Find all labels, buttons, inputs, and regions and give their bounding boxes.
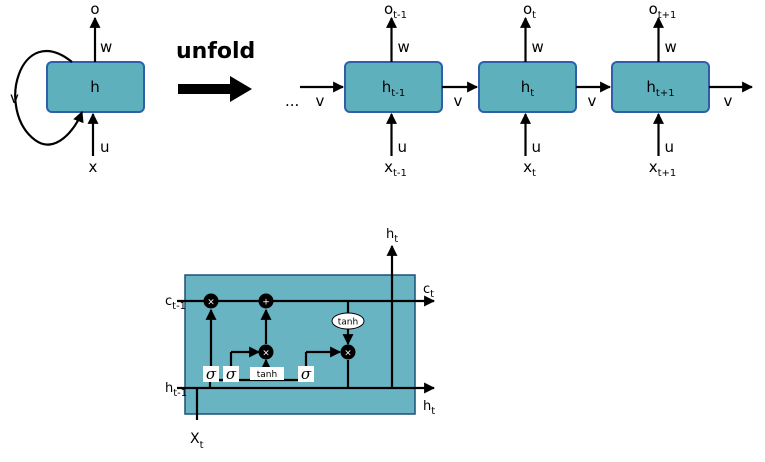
unrolled-output-label: ot	[523, 0, 536, 21]
rolled-weight-u: u	[100, 138, 110, 156]
unrolled-cell-box	[611, 61, 710, 113]
recurrent-v-label: v	[454, 92, 463, 110]
tanh-ellipse: tanh	[331, 312, 365, 330]
unrolled-output-label: ot+1	[649, 0, 677, 21]
c-in-label: ct-1	[165, 294, 186, 312]
unfold-label: unfold	[176, 39, 255, 64]
unrolled-rnn: ... ht-1 ot-1 w xt-1 u ht ot w xt u ht+1 ot+1 w xt+1 u v…	[285, 0, 754, 179]
unrolled-weight-w: w	[665, 38, 677, 56]
rolled-recurrent-label: v	[10, 89, 19, 107]
rolled-output-label: o	[90, 0, 99, 18]
rolled-rnn: h o w x u v	[10, 0, 145, 176]
unfold-arrow-group: unfold	[176, 39, 255, 102]
unfold-arrow	[178, 76, 252, 102]
svg-text:tanh: tanh	[338, 318, 358, 328]
svg-text:×: ×	[262, 349, 270, 359]
ellipsis: ...	[285, 92, 299, 110]
svg-text:σ: σ	[206, 365, 217, 383]
rolled-node-label: h	[90, 78, 100, 96]
svg-text:+: +	[262, 298, 270, 308]
c-out-label: ct	[423, 282, 434, 300]
h-top-label: ht	[386, 227, 398, 245]
recurrent-v-label: v	[316, 92, 325, 110]
h-in-label: ht-1	[165, 381, 187, 399]
lstm-cell: × + × × tanh σ σ tanh	[165, 227, 435, 451]
unrolled-weight-u: u	[532, 138, 542, 156]
h-out-label: ht	[423, 399, 435, 417]
unrolled-weight-w: w	[398, 38, 410, 56]
rolled-weight-w: w	[100, 38, 112, 56]
recurrent-v-label: v	[588, 92, 597, 110]
input-multiply-op: ×	[258, 344, 274, 360]
tanh-gate: tanh	[250, 367, 284, 380]
unrolled-input-label: xt	[523, 158, 536, 179]
rolled-recurrent-loop	[14, 50, 84, 146]
lstm-box	[184, 274, 416, 415]
svg-text:×: ×	[207, 298, 215, 308]
unrolled-cell-box	[344, 61, 443, 113]
cell-add-op: +	[258, 293, 274, 309]
svg-text:σ: σ	[301, 365, 312, 383]
svg-text:tanh: tanh	[257, 370, 277, 380]
svg-text:σ: σ	[226, 365, 237, 383]
output-multiply-op: ×	[340, 344, 356, 360]
unrolled-weight-u: u	[665, 138, 675, 156]
unrolled-node-label: ht+1	[646, 78, 674, 99]
rolled-input-label: x	[89, 158, 98, 176]
unrolled-node-label: ht-1	[382, 78, 405, 99]
recurrent-v-label: v	[724, 92, 733, 110]
sigma-gate-input: σ	[223, 365, 239, 383]
unrolled-input-label: xt-1	[384, 158, 407, 179]
forget-multiply-op: ×	[203, 293, 219, 309]
unrolled-weight-w: w	[532, 38, 544, 56]
sigma-gate-output: σ	[298, 365, 314, 383]
unrolled-input-label: xt+1	[649, 158, 677, 179]
unrolled-node-label: ht	[521, 78, 535, 99]
unrolled-weight-u: u	[398, 138, 408, 156]
sigma-gate-forget: σ	[203, 365, 219, 383]
unrolled-output-label: ot-1	[384, 0, 407, 21]
x-in-label: Xt	[190, 431, 204, 451]
svg-text:×: ×	[344, 349, 352, 359]
